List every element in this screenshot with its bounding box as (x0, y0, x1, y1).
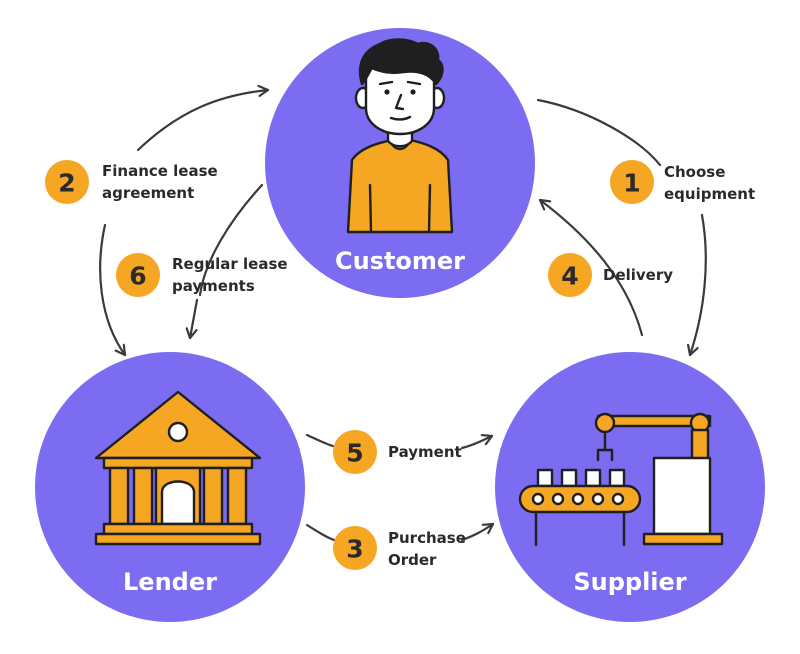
lender-node: Lender (35, 352, 305, 622)
step-1-label-line-2: equipment (664, 185, 755, 203)
step-6-number: 6 (129, 262, 146, 291)
step-2-label-line-1: Finance lease (102, 162, 218, 180)
step-6-label-line-1: Regular lease (172, 255, 288, 273)
flow-arrows (99, 90, 707, 542)
arrow-choose-equipment-to-supplier (690, 213, 707, 357)
step-2-badge (45, 160, 89, 204)
step-5-label-line-1: Payment (388, 443, 462, 461)
step-4-badge (548, 253, 592, 297)
step-2-number: 2 (58, 169, 75, 198)
step-2-label-line-2: agreement (102, 184, 194, 202)
arrow-choose-equipment (536, 98, 662, 167)
step-6: 6 Regular lease payments (116, 253, 288, 297)
lender-label: Lender (123, 568, 217, 596)
step-1: 1 Choose equipment (610, 160, 755, 204)
arrow-finance-lease-to-customer (136, 90, 270, 152)
arrow-regular-payments-to-lender (198, 183, 264, 297)
step-5-badge (333, 430, 377, 474)
person-icon (346, 38, 454, 234)
customer-node: Customer (265, 28, 535, 298)
customer-label: Customer (335, 247, 465, 275)
step-5-number: 5 (346, 439, 363, 468)
step-4: 4 Delivery (548, 253, 673, 297)
arrow-purchase-to-supplier (460, 522, 495, 542)
step-6-label-line-2: payments (172, 277, 255, 295)
arrow-finance-lease-to-lender (99, 223, 127, 357)
arrow-regular-payments-head (190, 298, 199, 340)
arrow-delivery-to-customer (538, 198, 644, 337)
step-6-badge (116, 253, 160, 297)
step-5: 5 Payment (333, 430, 462, 474)
supplier-node: Supplier (495, 352, 765, 622)
step-4-number: 4 (561, 262, 578, 291)
step-4-label-line-1: Delivery (603, 266, 673, 284)
step-1-number: 1 (623, 169, 640, 198)
step-3-label-line-2: Order (388, 551, 437, 569)
step-3-label-line-1: Purchase (388, 529, 466, 547)
step-1-label-line-1: Choose (664, 163, 725, 181)
step-3-number: 3 (346, 535, 363, 564)
arrow-payment-to-supplier (460, 436, 494, 450)
arrow-payment-left (305, 433, 335, 448)
bank-building-icon (94, 390, 262, 546)
factory-conveyor-robot-arm-icon (518, 412, 724, 547)
step-3-badge (333, 526, 377, 570)
step-1-badge (610, 160, 654, 204)
step-3: 3 Purchase Order (333, 526, 466, 570)
arrow-purchase-left (305, 523, 336, 542)
step-2: 2 Finance lease agreement (45, 160, 218, 204)
supplier-label: Supplier (573, 568, 686, 596)
